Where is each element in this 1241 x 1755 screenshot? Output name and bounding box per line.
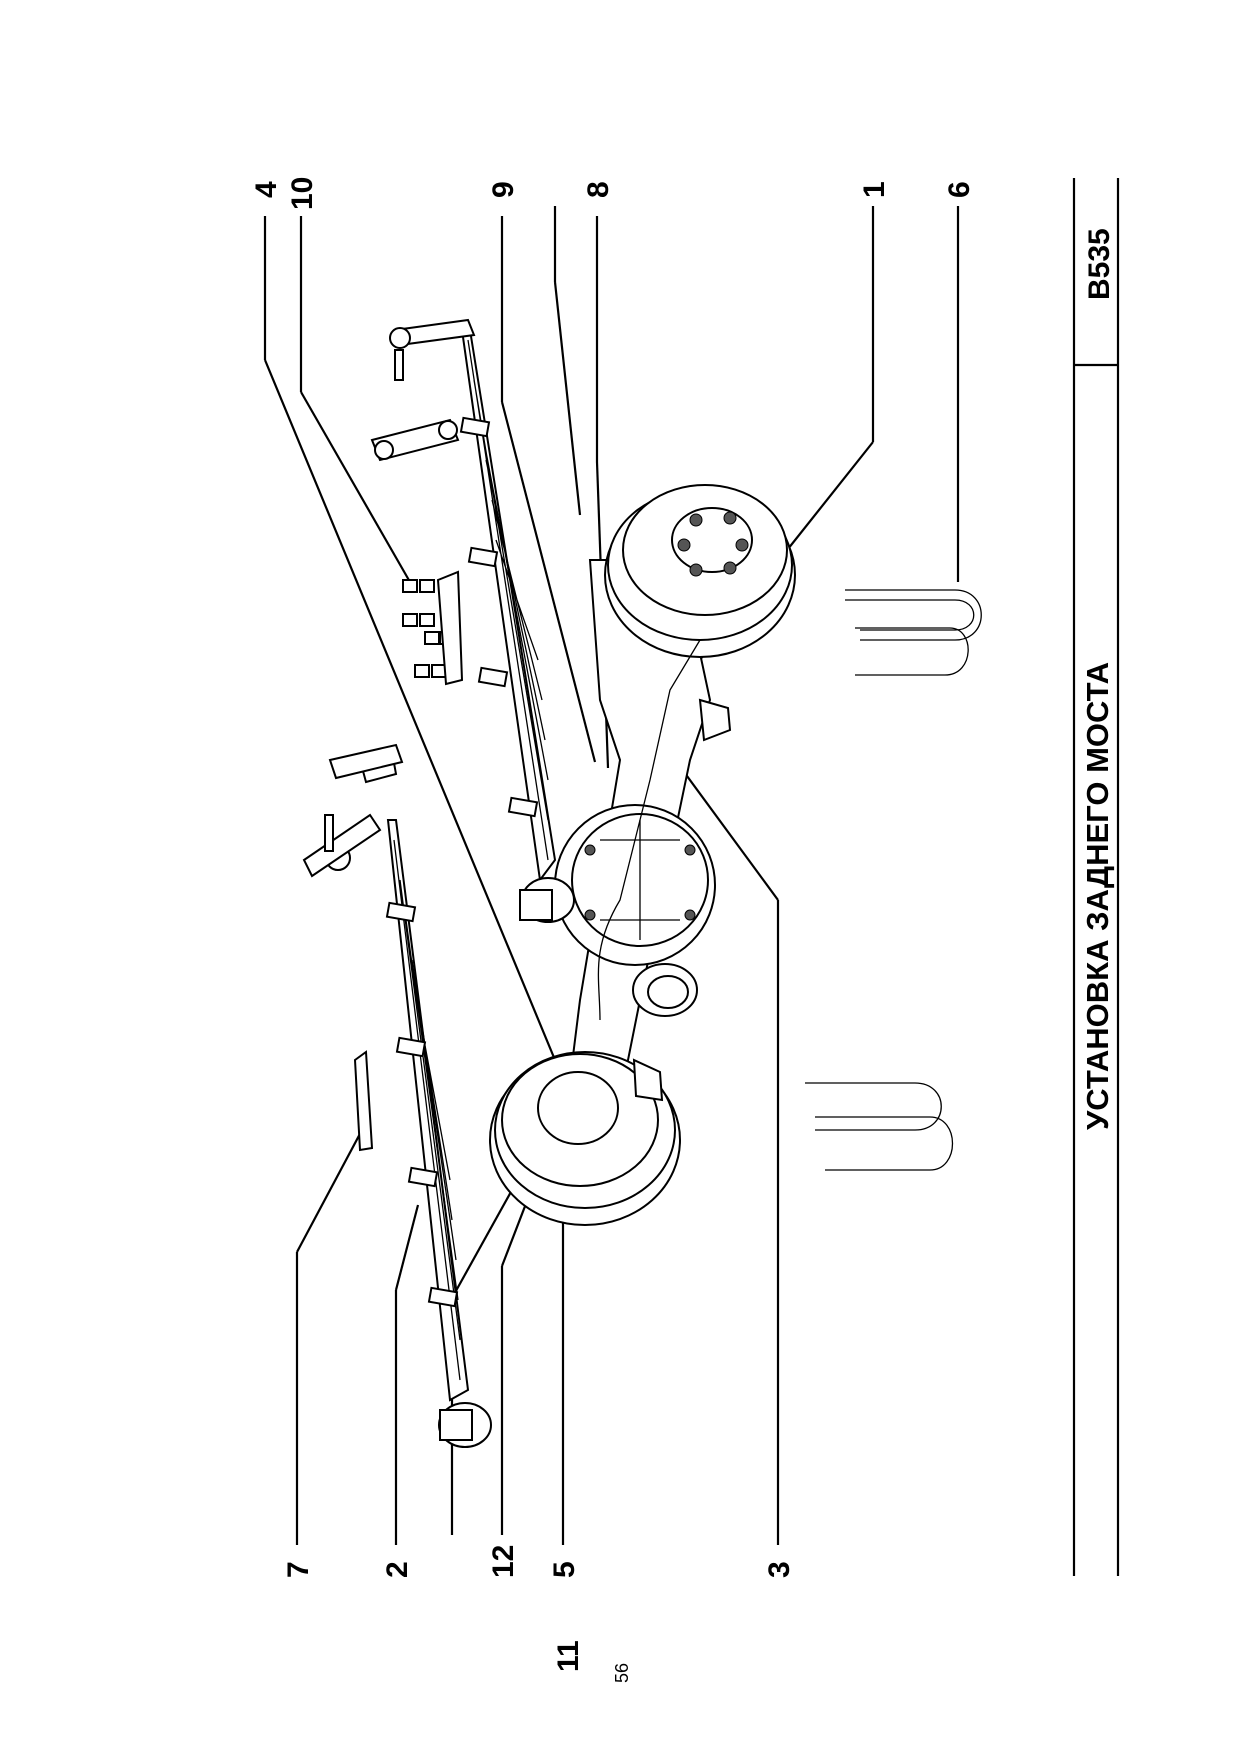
clamp-plate <box>353 1050 374 1152</box>
callout-2: 2 <box>381 1561 414 1578</box>
title-block: УСТАНОВКА ЗАДНЕГО МОСТА B535 <box>1072 178 1120 1576</box>
leaf-spring-right <box>370 318 575 923</box>
callout-5: 5 <box>548 1561 581 1578</box>
brake-drum-right <box>604 484 796 658</box>
differential-housing <box>554 804 716 1017</box>
callout-3: 3 <box>763 1561 796 1578</box>
u-bolts-lower <box>805 1082 953 1171</box>
page-number: 56 <box>612 1663 632 1683</box>
callout-1: 1 <box>858 181 891 198</box>
u-bolts-upper <box>845 589 982 676</box>
brake-drum-left <box>489 1051 681 1226</box>
drawing-code: B535 <box>1083 228 1116 300</box>
drawing-title: УСТАНОВКА ЗАДНЕГО МОСТА <box>1080 662 1115 1130</box>
callout-6: 6 <box>943 181 976 198</box>
callout-4: 4 <box>250 181 283 198</box>
rear-axle-drawing <box>302 318 982 1448</box>
callout-11: 11 <box>552 1640 585 1672</box>
callout-8: 8 <box>582 181 615 198</box>
callout-9: 9 <box>487 181 520 198</box>
callout-12: 12 <box>487 1545 520 1578</box>
nuts-cluster <box>402 570 464 686</box>
callout-7: 7 <box>282 1561 315 1578</box>
callout-10: 10 <box>286 177 319 210</box>
leaf-spring-left <box>302 743 492 1448</box>
